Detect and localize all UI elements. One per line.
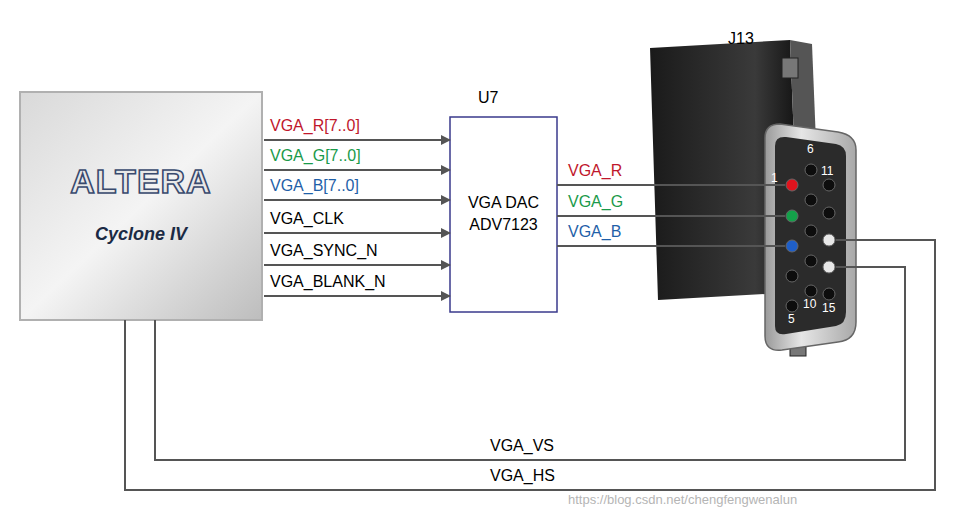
pin (823, 288, 835, 300)
pin-number: 6 (807, 142, 814, 156)
signal-name: VGA_B (568, 223, 621, 241)
fpga-chip (20, 92, 262, 320)
signal-wire (264, 169, 450, 171)
pin (805, 225, 817, 237)
signal-name: VGA_R[7..0] (270, 117, 360, 135)
node-text: ALTERA (20, 162, 262, 201)
signal-name: VGA_G (568, 193, 623, 211)
dac-box (450, 117, 557, 312)
vga-connector (650, 40, 856, 356)
signal-name: VGA_BLANK_N (270, 273, 386, 291)
signal-name: VGA_CLK (270, 210, 344, 228)
pin (823, 261, 835, 273)
pin (805, 194, 817, 206)
pin (786, 210, 798, 222)
pin (805, 164, 817, 176)
pin (786, 300, 798, 312)
signal-wire (155, 267, 905, 460)
pin (805, 255, 817, 267)
pin-number: 5 (788, 312, 795, 326)
pin (823, 234, 835, 246)
signal-wire (557, 184, 785, 186)
pin (786, 240, 798, 252)
watermark: https://blog.csdn.net/chengfengwenalun (568, 491, 797, 509)
signal-wire (264, 232, 450, 234)
pin (786, 179, 798, 191)
signal-name: VGA_SYNC_N (270, 242, 378, 260)
pin-number: 15 (822, 301, 835, 315)
vga-connector: J13161110155 (745, 128, 860, 353)
vga-dac: U7VGA DAC ADV7123 (450, 117, 557, 312)
pin (805, 285, 817, 297)
part-name: U7 (478, 89, 498, 107)
pin-number: 11 (821, 164, 833, 178)
signal-name: VGA_B[7..0] (270, 177, 359, 195)
signal-wire (264, 199, 450, 201)
node-text: Cyclone IV (20, 224, 262, 245)
signal-wire (264, 295, 450, 297)
signal-wire (557, 215, 785, 217)
signal-name: VGA_R (568, 162, 622, 180)
signal-wire (264, 139, 450, 141)
pin-number: 1 (771, 171, 778, 185)
signal-name: VGA_VS (490, 437, 554, 455)
signal-name: VGA_HS (490, 467, 555, 485)
pin (823, 179, 835, 191)
node-text: VGA DAC ADV7123 (454, 192, 553, 236)
pin-holes (786, 164, 835, 312)
signal-wire (125, 240, 935, 490)
fpga-chip: ALTERA Cyclone IV (20, 92, 262, 320)
pin (823, 207, 835, 219)
part-name: J13 (728, 30, 754, 48)
signal-wire (557, 245, 785, 247)
signal-wire (264, 264, 450, 266)
signal-name: VGA_G[7..0] (270, 147, 361, 165)
pin-number: 10 (803, 297, 816, 311)
pin (786, 270, 798, 282)
